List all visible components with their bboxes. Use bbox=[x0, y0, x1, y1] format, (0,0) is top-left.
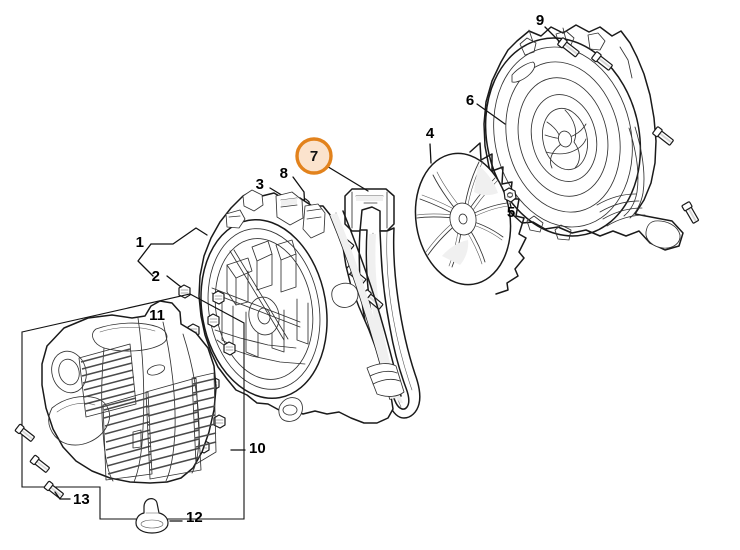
part-10-louvered-side-cover bbox=[21, 293, 245, 520]
part-13-cover-screws bbox=[14, 423, 71, 500]
callout-label-11: 11 bbox=[149, 307, 165, 324]
highlight-circle-fill bbox=[297, 139, 331, 173]
callout-label-2: 2 bbox=[152, 268, 160, 285]
part-12-rubber-plug bbox=[135, 498, 183, 534]
callout-label-12: 12 bbox=[186, 509, 203, 526]
vent-bank-right-tall bbox=[145, 377, 202, 480]
callout-label-8: 8 bbox=[280, 165, 288, 182]
impeller-bore bbox=[458, 213, 468, 225]
hub-bore bbox=[557, 130, 573, 148]
callout-label-1: 1 bbox=[136, 234, 144, 251]
part-7-air-guide-strip bbox=[344, 188, 421, 419]
part-10-group-box bbox=[21, 293, 245, 520]
callout-label-6: 6 bbox=[466, 92, 474, 109]
housing-front-opening bbox=[200, 218, 328, 400]
callout-leader-7 bbox=[324, 164, 369, 192]
callout-leader-6 bbox=[476, 103, 506, 125]
callout-label-9: 9 bbox=[536, 12, 544, 29]
callout-label-5: 5 bbox=[507, 204, 515, 221]
highlight-circle-ring bbox=[295, 137, 333, 175]
part-4-impeller-fan-wheel bbox=[414, 142, 527, 295]
part-9-housing-screws bbox=[557, 37, 700, 224]
callout-leader-2 bbox=[166, 275, 182, 288]
vent-bank-far-right bbox=[191, 372, 217, 465]
housing-outer-ring bbox=[484, 37, 642, 237]
callout-leader-9 bbox=[544, 26, 561, 43]
part-main-fan-housing-body bbox=[198, 189, 405, 424]
vent-bank-left bbox=[78, 343, 137, 418]
callout-numbers: 1 2 3 4 5 6 8 9 10 11 12 13 bbox=[73, 12, 544, 526]
part-6-fan-housing-cover bbox=[483, 24, 684, 251]
callout-leader-1 bbox=[137, 227, 208, 277]
callout-label-3: 3 bbox=[256, 176, 264, 193]
highlight-number-7: 7 bbox=[310, 148, 318, 165]
part-5-impeller-retaining-nut bbox=[503, 187, 517, 208]
highlight-callout-7[interactable]: 7 bbox=[295, 137, 333, 175]
vent-bank-middle bbox=[102, 391, 153, 481]
callout-label-13: 13 bbox=[73, 491, 90, 508]
housing-outer-shell bbox=[198, 190, 394, 424]
callout-leader-4 bbox=[429, 143, 432, 164]
cover-inlet-boss bbox=[51, 350, 87, 394]
callout-label-10: 10 bbox=[249, 440, 266, 457]
housing-internal-ribs bbox=[211, 239, 309, 365]
callout-label-4: 4 bbox=[426, 125, 435, 142]
